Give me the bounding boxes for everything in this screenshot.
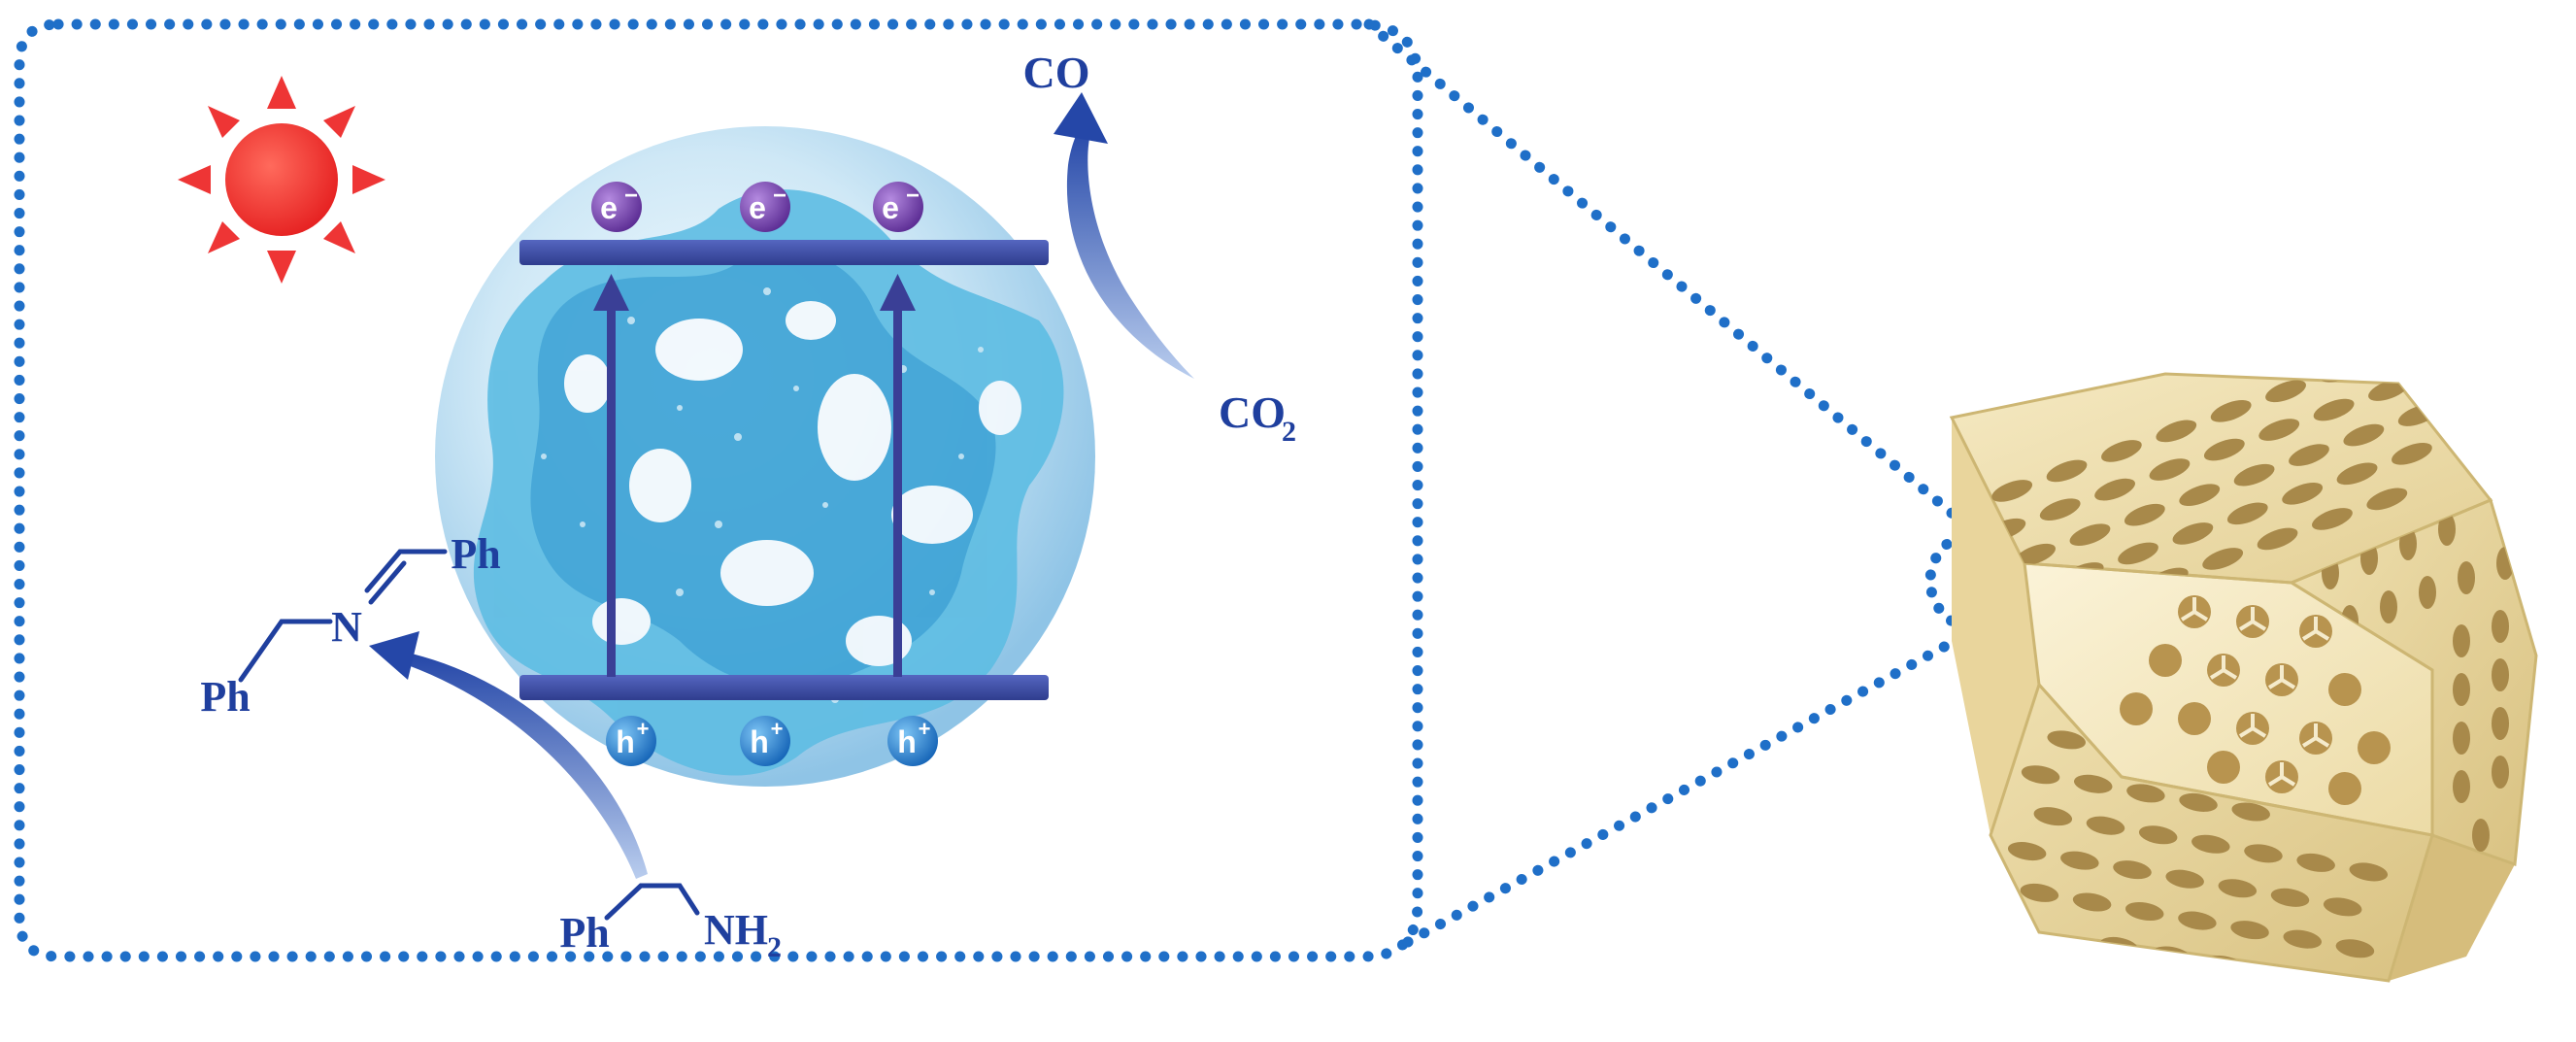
svg-text:−: − <box>906 183 920 209</box>
svg-text:+: + <box>919 717 931 741</box>
svg-text:NH: NH <box>704 906 768 954</box>
svg-text:h: h <box>897 724 917 759</box>
hole: h + <box>740 716 790 766</box>
imine-product: Ph N Ph <box>200 530 500 721</box>
electron: e − <box>740 182 790 232</box>
electron: e − <box>873 182 923 232</box>
svg-text:+: + <box>637 717 650 741</box>
zoom-line-top <box>1363 18 1977 535</box>
imine-bonds <box>238 549 448 683</box>
svg-text:−: − <box>624 183 638 209</box>
excitation-arrows <box>593 274 916 677</box>
svg-text:CO: CO <box>1219 387 1286 437</box>
svg-text:−: − <box>773 183 786 209</box>
zoom-box-outline <box>14 18 1423 962</box>
hole: h + <box>606 716 656 766</box>
valence-band <box>519 675 1049 700</box>
electron-carriers: e − e − e − <box>591 182 923 232</box>
co-product-label: CO <box>1023 48 1090 97</box>
sun-icon <box>178 76 385 284</box>
catalyst-sphere <box>435 126 1095 787</box>
svg-text:+: + <box>771 717 784 741</box>
svg-text:Ph: Ph <box>559 909 609 957</box>
svg-text:N: N <box>331 603 362 651</box>
svg-text:Ph: Ph <box>451 530 500 578</box>
svg-text:Ph: Ph <box>200 673 250 721</box>
amine-reactant: Ph NH 2 <box>559 883 782 963</box>
co2-reduction-arrow <box>1054 92 1194 379</box>
hole-carriers: h + h + h + <box>606 716 938 766</box>
porous-polyhedron <box>1949 372 2538 983</box>
hole: h + <box>887 716 938 766</box>
svg-text:e: e <box>749 190 766 225</box>
svg-text:2: 2 <box>1282 416 1296 448</box>
co2-reactant-label: CO 2 <box>1219 387 1296 448</box>
amine-oxidation-arrow <box>369 631 648 879</box>
svg-text:h: h <box>750 724 769 759</box>
porous-framework <box>473 189 1064 776</box>
svg-text:h: h <box>616 724 635 759</box>
svg-text:e: e <box>882 190 899 225</box>
zoom-line-bottom <box>1402 623 1982 948</box>
electron: e − <box>591 182 642 232</box>
conduction-band <box>519 240 1049 265</box>
svg-text:2: 2 <box>767 931 782 963</box>
svg-text:e: e <box>600 190 618 225</box>
amine-bonds <box>604 883 700 921</box>
